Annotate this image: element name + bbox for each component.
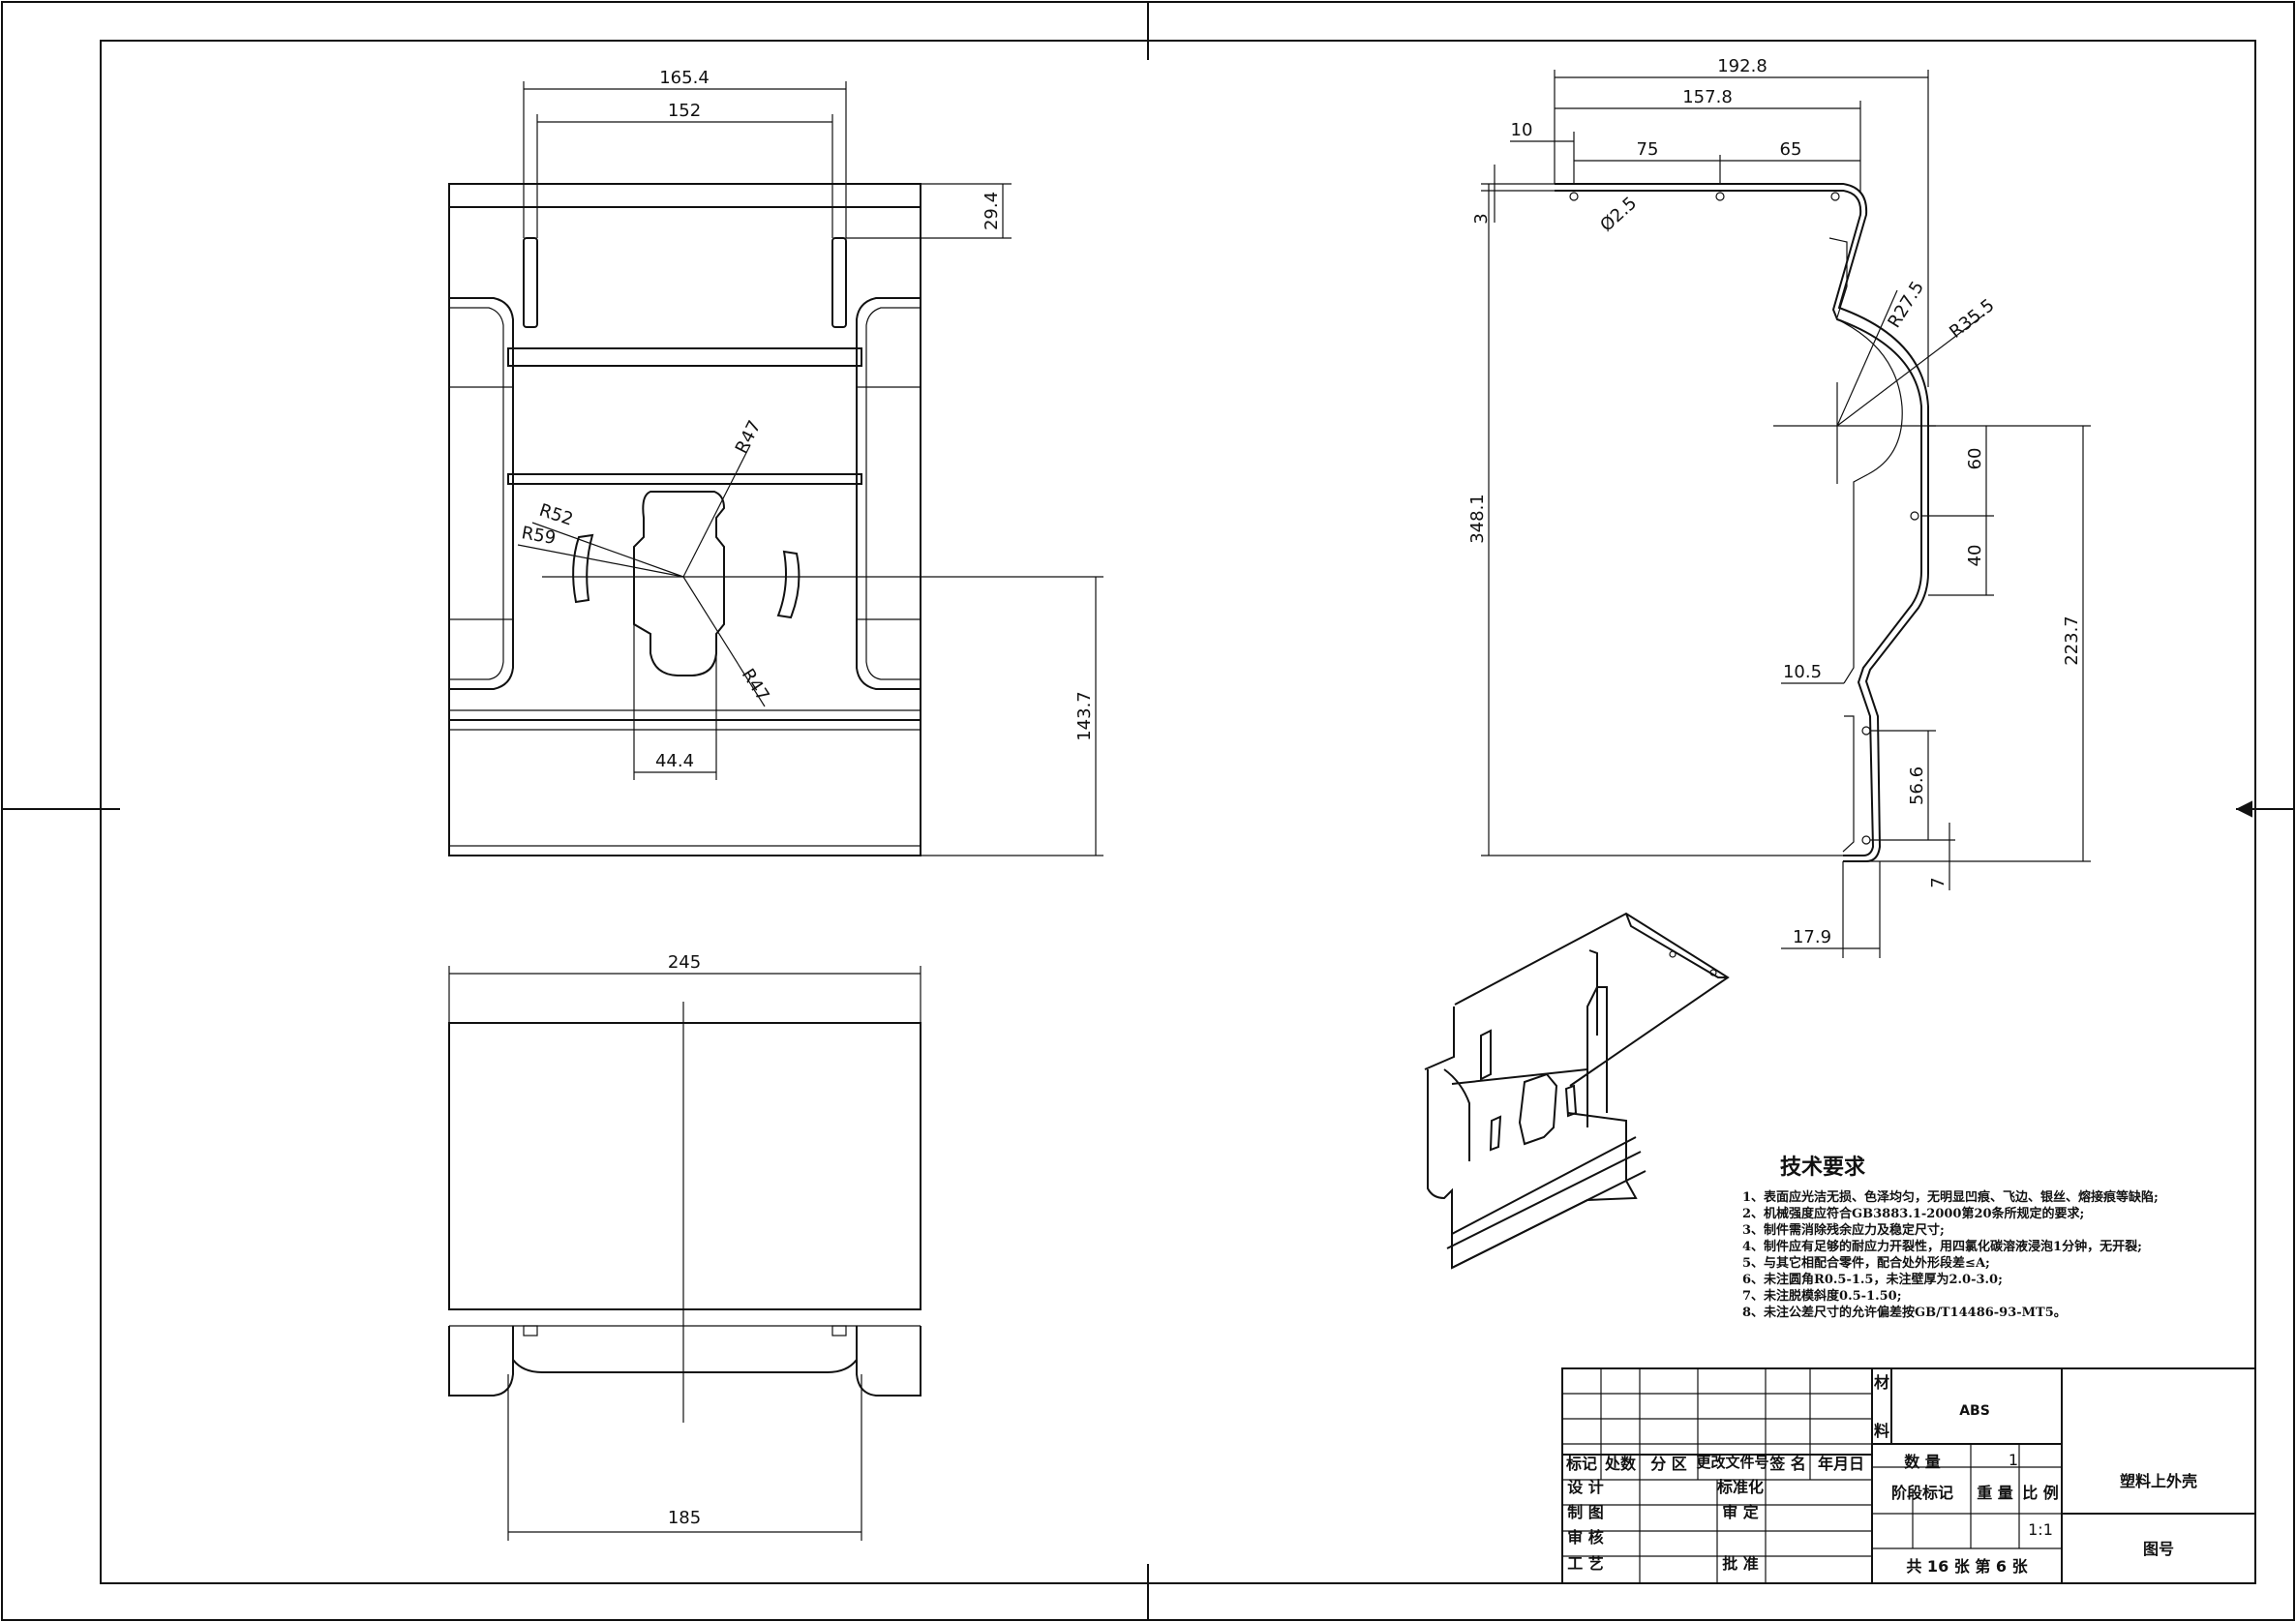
tb-standard: 标准化 bbox=[1716, 1478, 1764, 1496]
tech-req-title: 技术要求 bbox=[1780, 1155, 1865, 1180]
dim-44-4: 44.4 bbox=[655, 751, 694, 771]
tb-process: 工 艺 bbox=[1567, 1554, 1604, 1573]
dim-185: 185 bbox=[668, 1508, 701, 1528]
tech-req-item: 3、制件需消除残余应力及稳定尺寸; bbox=[1742, 1222, 1945, 1238]
tb-check: 审 核 bbox=[1567, 1528, 1604, 1547]
material-label-2: 料 bbox=[1874, 1422, 1889, 1440]
dim-192-8: 192.8 bbox=[1717, 56, 1767, 76]
tb-col-change-doc: 更改文件号 bbox=[1696, 1454, 1768, 1471]
title-block: 材 料 ABS 塑料上外壳 标记 处数 分 区 更改文件号 签 名 年月日 设 … bbox=[1561, 1367, 2256, 1584]
tb-review: 审 定 bbox=[1722, 1503, 1759, 1521]
tb-scale-label: 比 例 bbox=[2022, 1484, 2059, 1502]
tb-weight-label: 重 量 bbox=[1977, 1484, 2013, 1502]
material-label-1: 材 bbox=[1874, 1373, 1889, 1392]
tb-col-sign: 签 名 bbox=[1768, 1455, 1806, 1473]
inner-frame bbox=[100, 40, 2256, 1584]
dim-65: 65 bbox=[1780, 139, 1802, 160]
tech-req-item: 7、未注脱模斜度0.5-1.50; bbox=[1742, 1288, 1902, 1304]
tb-approve: 批 准 bbox=[1722, 1554, 1759, 1573]
tb-scale: 1:1 bbox=[2028, 1520, 2053, 1539]
dim-348-1: 348.1 bbox=[1467, 494, 1488, 544]
tb-col-mark: 标记 bbox=[1565, 1455, 1597, 1473]
tb-design: 设 计 bbox=[1567, 1478, 1604, 1496]
tb-qty: 1 bbox=[2009, 1451, 2018, 1469]
front-view: 245 185 bbox=[448, 952, 921, 1541]
tech-req-item: 4、制件应有足够的耐应力开裂性，用四氯化碳溶液浸泡1分钟，无开裂; bbox=[1742, 1239, 2142, 1254]
top-view: 165.4 152 29.4 143.7 44.4 R47 R52 R59 R4… bbox=[448, 68, 1103, 856]
isometric-view bbox=[1424, 912, 1730, 1270]
tech-req-item: 8、未注公差尺寸的允许偏差按GB/T14486-93-MT5。 bbox=[1742, 1305, 2067, 1320]
dim-r47-top: R47 bbox=[732, 417, 766, 457]
tb-col-count: 处数 bbox=[1604, 1455, 1637, 1473]
dim-7: 7 bbox=[1928, 877, 1949, 887]
side-view: 192.8 157.8 10 75 65 3 Ø2.5 R27.5 R35.5 … bbox=[1467, 56, 2091, 958]
dim-17-9: 17.9 bbox=[1793, 927, 1831, 947]
dim-165-4: 165.4 bbox=[659, 68, 710, 88]
tech-req-item: 1、表面应光洁无损、色泽均匀，无明显凹痕、飞边、银丝、熔接痕等缺陷; bbox=[1742, 1189, 2159, 1205]
tb-col-date: 年月日 bbox=[1818, 1455, 1864, 1473]
dim-dia-2-5: Ø2.5 bbox=[1596, 193, 1641, 235]
tech-req-item: 6、未注圆角R0.5-1.5，未注壁厚为2.0-3.0; bbox=[1742, 1272, 2003, 1287]
tb-drawing-no-label: 图号 bbox=[2143, 1540, 2174, 1558]
dim-245: 245 bbox=[668, 952, 701, 973]
dim-143-7: 143.7 bbox=[1074, 691, 1095, 741]
part-name: 塑料上外壳 bbox=[2120, 1472, 2197, 1490]
dim-60: 60 bbox=[1965, 448, 1985, 470]
tb-col-zone: 分 区 bbox=[1650, 1455, 1687, 1473]
dim-3: 3 bbox=[1471, 213, 1492, 224]
dim-r59: R59 bbox=[520, 523, 558, 549]
dim-r35-5: R35.5 bbox=[1946, 295, 1998, 343]
dim-40: 40 bbox=[1965, 545, 1985, 567]
tb-sheets: 共 16 张 第 6 张 bbox=[1906, 1557, 2028, 1576]
tech-req-item: 5、与其它相配合零件，配合处外形段差≤A; bbox=[1742, 1255, 1990, 1271]
dim-75: 75 bbox=[1637, 139, 1659, 160]
tb-qty-label: 数 量 bbox=[1904, 1453, 1941, 1471]
dim-152: 152 bbox=[668, 101, 701, 121]
dim-223-7: 223.7 bbox=[2062, 616, 2082, 666]
dim-56-6: 56.6 bbox=[1907, 766, 1927, 805]
dim-157-8: 157.8 bbox=[1682, 87, 1733, 107]
dim-10: 10 bbox=[1511, 120, 1533, 140]
dim-10-5: 10.5 bbox=[1783, 662, 1822, 682]
tb-stage-label: 阶段标记 bbox=[1891, 1484, 1953, 1502]
material-value: ABS bbox=[1959, 1403, 1990, 1419]
technical-requirements: 技术要求 1、表面应光洁无损、色泽均匀，无明显凹痕、飞边、银丝、熔接痕等缺陷; … bbox=[1742, 1155, 2159, 1320]
tb-drawing: 制 图 bbox=[1567, 1503, 1604, 1521]
tech-req-item: 2、机械强度应符合GB3883.1-2000第20条所规定的要求; bbox=[1742, 1206, 2084, 1221]
dim-29-4: 29.4 bbox=[982, 192, 1002, 230]
